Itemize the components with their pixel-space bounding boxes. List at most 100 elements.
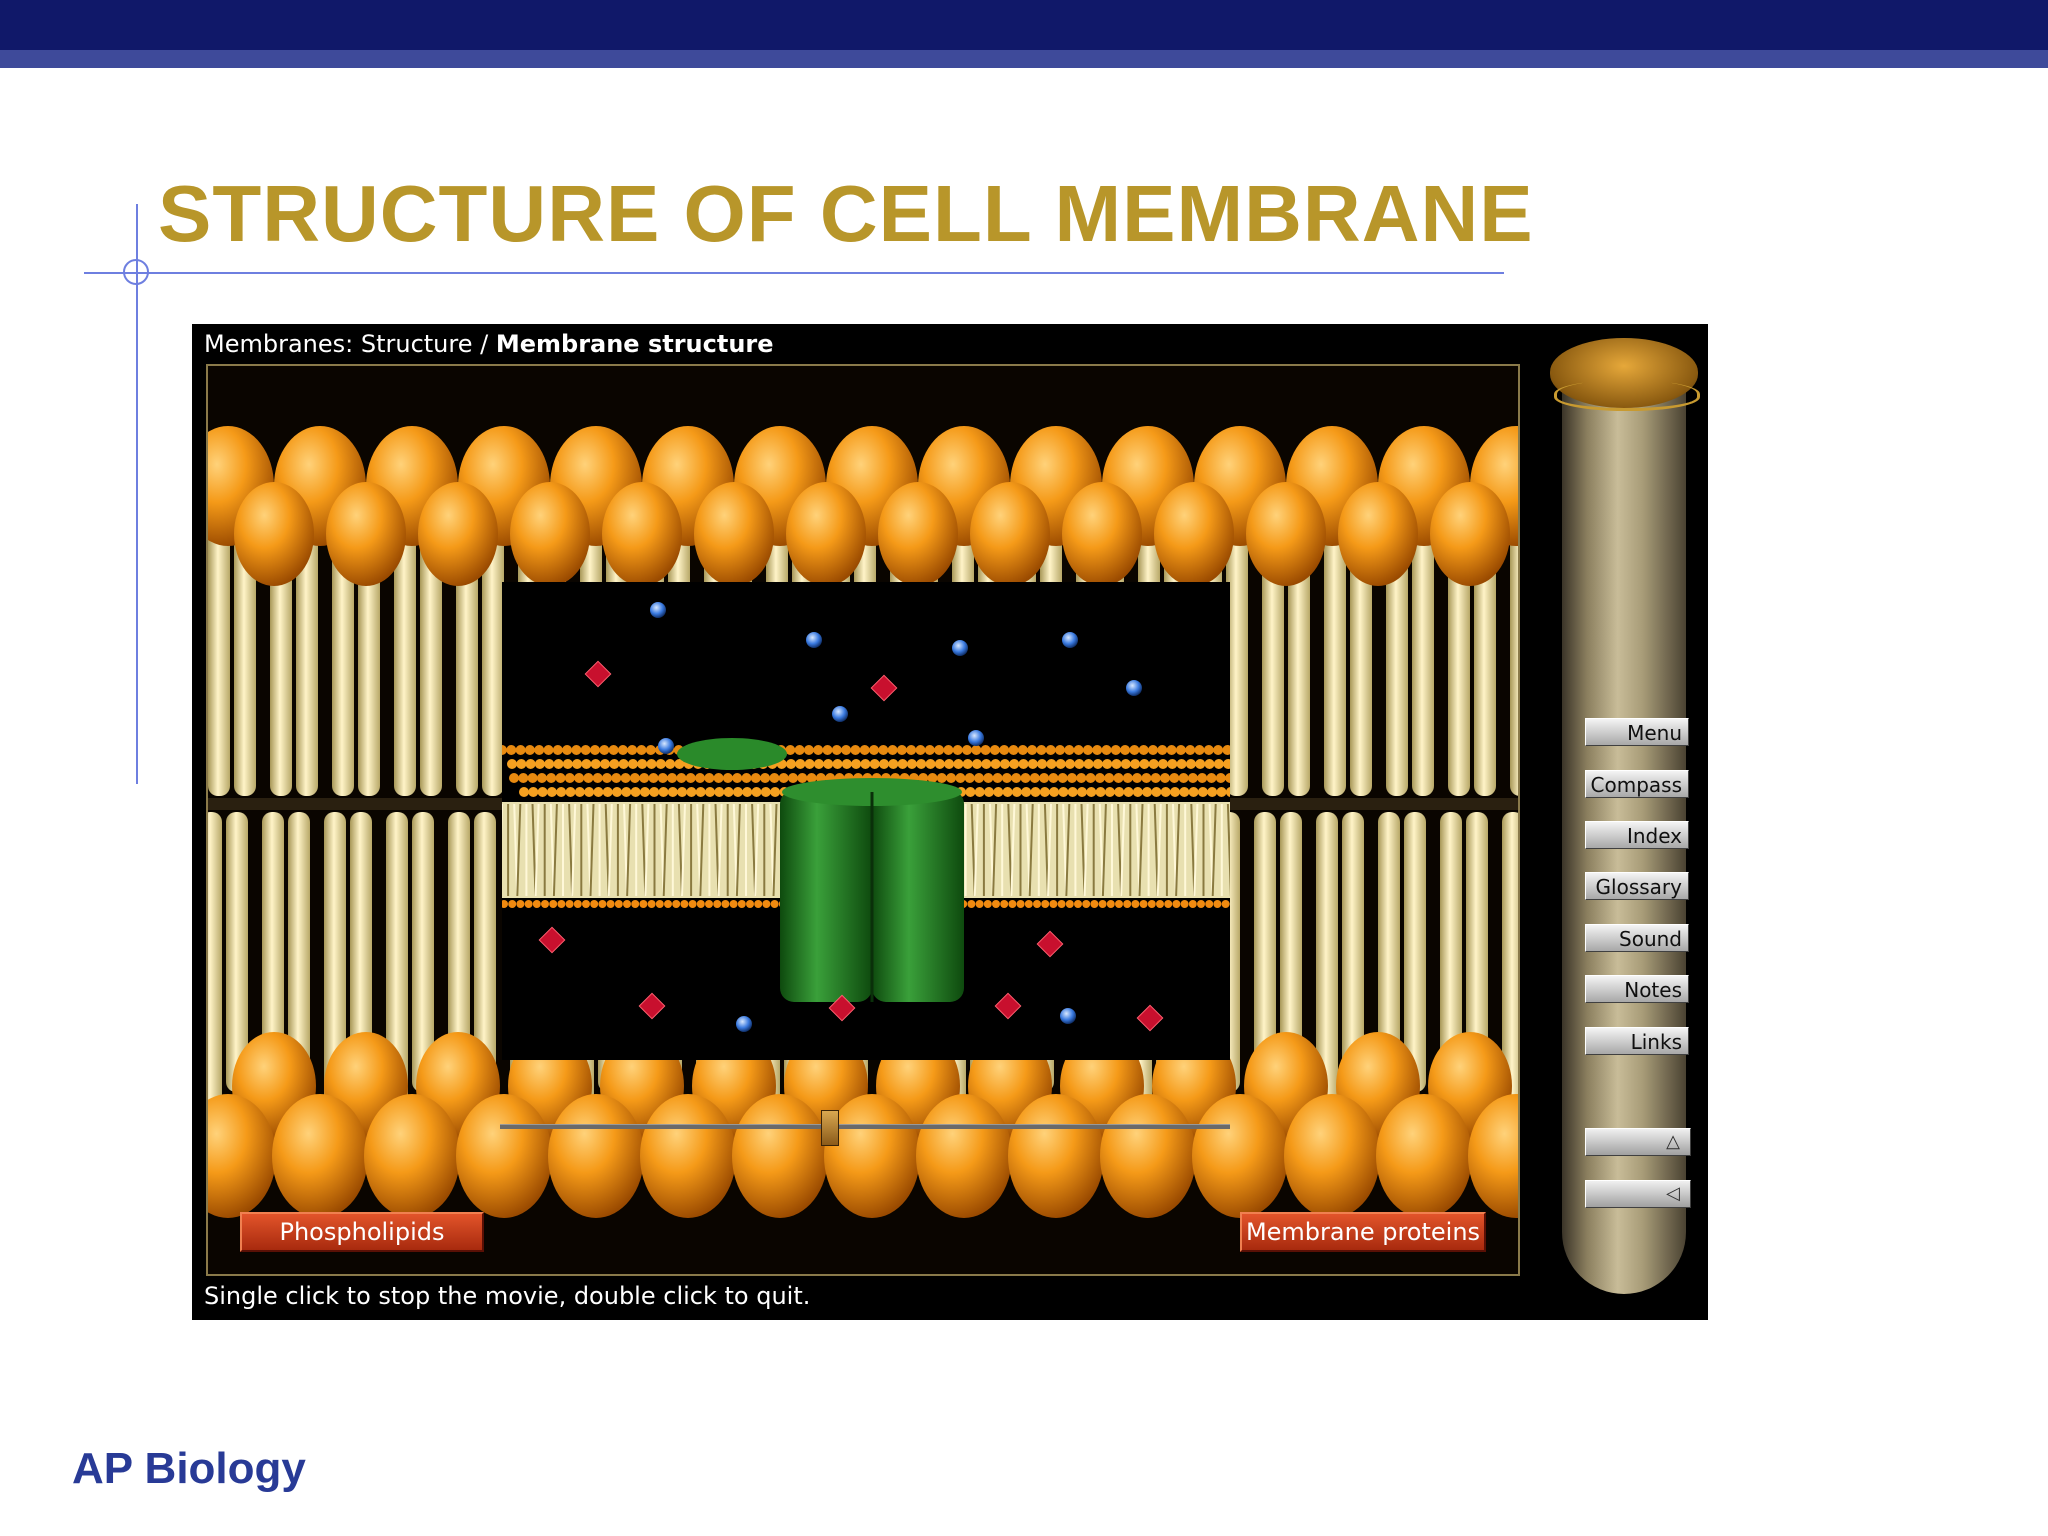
inset-lipid-head [1110, 745, 1121, 755]
lipid-tail [420, 536, 442, 796]
compass-button[interactable]: Compass [1585, 770, 1689, 798]
menu-button[interactable]: Menu [1585, 718, 1689, 746]
inset-lipid-tail [1101, 803, 1107, 897]
lipid-tail [288, 812, 310, 1092]
inset-lipid-head [1049, 787, 1060, 797]
inset-lipid-head [553, 759, 564, 769]
inset-lipid-head [524, 900, 533, 908]
movie-scrubber-track[interactable] [500, 1124, 1230, 1129]
inset-lipid-head [646, 759, 657, 769]
inset-lipid-head [741, 773, 752, 783]
inset-lipid-head [1090, 900, 1099, 908]
inset-lipid-head [916, 759, 927, 769]
inset-lipid-head [565, 787, 576, 797]
inset-lipid-head [1001, 773, 1012, 783]
inset-lipid-head [1139, 759, 1150, 769]
index-button[interactable]: Index [1585, 821, 1689, 849]
lipid-tail [1412, 536, 1434, 796]
inset-lipid-head [1074, 759, 1085, 769]
channel-protein-animation-inset[interactable] [502, 582, 1230, 1060]
inset-lipid-tail [1153, 803, 1159, 897]
lipid-head [694, 482, 774, 586]
inset-lipid-head [1197, 787, 1208, 797]
inset-lipid-head [696, 900, 705, 908]
inset-lipid-head [860, 759, 871, 769]
status-instructions: Single click to stop the movie, double c… [204, 1282, 811, 1310]
inset-lipid-head [1132, 787, 1143, 797]
inset-lipid-head [1188, 787, 1199, 797]
inset-lipid-tail [1007, 803, 1013, 897]
inset-lipid-head [572, 759, 583, 769]
inset-lipid-head [823, 759, 834, 769]
channel-protein [780, 778, 964, 1002]
inset-lipid-tail [626, 803, 632, 897]
lipid-tail [386, 812, 408, 1112]
inset-lipid-head [621, 787, 632, 797]
inset-lipid-head [992, 900, 1000, 908]
inset-lipid-head [1030, 787, 1041, 797]
inset-lipid-head [999, 759, 1010, 769]
inset-lipid-head [612, 787, 622, 797]
links-button[interactable]: Links [1585, 1027, 1689, 1055]
inset-lipid-head [722, 773, 733, 783]
inset-lipid-head [915, 745, 926, 755]
movie-scrubber-thumb[interactable] [821, 1110, 840, 1146]
inset-lipid-head [1065, 900, 1074, 908]
inset-lipid-head [1148, 745, 1158, 755]
inset-lipid-head [528, 787, 539, 797]
inset-lipid-head [1082, 745, 1093, 755]
lipid-head [916, 1094, 1012, 1218]
inset-lipid-tail [1172, 803, 1177, 897]
inset-lipid-head [1048, 773, 1059, 783]
inset-lipid-head [1102, 759, 1113, 769]
sound-button[interactable]: Sound [1585, 924, 1689, 952]
inset-lipid-head [972, 759, 982, 769]
lipid-head [1430, 482, 1510, 586]
inset-lipid-head [639, 900, 648, 908]
inset-lipid-head [1016, 900, 1025, 908]
lipid-head [732, 1094, 828, 1218]
inset-lipid-tail [1211, 803, 1217, 897]
phospholipids-button[interactable]: Phospholipids [240, 1212, 484, 1252]
inset-lipid-head [1197, 773, 1208, 783]
inset-lipid-head [518, 773, 529, 783]
inset-lipid-head [524, 745, 535, 755]
inset-lipid-head [1139, 900, 1148, 908]
inset-lipid-head [593, 787, 604, 797]
inset-lipid-head [541, 900, 549, 908]
notes-button[interactable]: Notes [1585, 975, 1689, 1003]
lipid-tail [1280, 812, 1302, 1092]
inset-lipid-tail [1117, 803, 1123, 897]
scroll-up-button[interactable]: △ [1585, 1128, 1691, 1156]
inset-lipid-head [1160, 787, 1171, 797]
lipid-tail [456, 516, 478, 796]
inset-lipid-head [543, 745, 554, 755]
inset-lipid-head [582, 900, 590, 908]
inset-lipid-head [532, 900, 541, 908]
back-button[interactable]: ◁ [1585, 1180, 1691, 1208]
inset-lipid-head [574, 773, 585, 783]
inset-lipid-head [989, 745, 1000, 755]
glossary-button[interactable]: Glossary [1585, 872, 1689, 900]
inset-lipid-tail [641, 803, 647, 897]
potassium-ion [1036, 930, 1064, 958]
inset-lipid-head [785, 745, 796, 755]
inset-lipid-head [685, 773, 696, 783]
membrane-app-window[interactable]: Membranes: Structure / Membrane structur… [192, 324, 1708, 1320]
inset-lipid-head [769, 773, 780, 783]
lipid-head [456, 1094, 552, 1218]
inset-lipid-head [967, 900, 976, 908]
lipid-head [786, 482, 866, 586]
inset-lipid-head [667, 787, 678, 797]
inset-lipid-head [564, 773, 575, 783]
lipid-tail [358, 536, 380, 796]
inset-lipid-head [850, 745, 861, 755]
membrane-proteins-button[interactable]: Membrane proteins [1240, 1212, 1486, 1252]
inset-lipid-tail [604, 803, 610, 897]
inset-lipid-head [1024, 900, 1033, 908]
membrane-animation-viewer[interactable]: Phospholipids Membrane proteins [206, 364, 1520, 1276]
inset-lipid-tail [1120, 803, 1126, 897]
inset-lipid-head [608, 745, 619, 755]
inset-lipid-head [925, 759, 936, 769]
inset-lipid-head [688, 900, 697, 908]
